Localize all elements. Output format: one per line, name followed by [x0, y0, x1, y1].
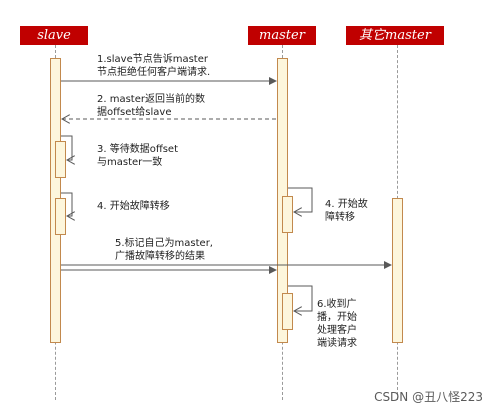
note-message-4-slave-line: 4. 开始故障转移 — [97, 201, 170, 212]
note-message-6-line1: 6.收到广 — [317, 299, 357, 310]
actor-master: master — [248, 26, 316, 45]
note-message-2-line2: 据offset给slave — [97, 107, 172, 118]
activation-other-master — [392, 198, 403, 343]
note-message-4-slave: 4. 开始故障转移 — [97, 200, 170, 213]
note-message-4-master: 4. 开始故 障转移 — [325, 198, 368, 224]
activation-slave-failover — [55, 198, 66, 235]
note-message-4-master-line2: 障转移 — [325, 212, 355, 223]
note-message-5-line1: 5.标记自己为master, — [115, 238, 213, 249]
activation-master-failover — [282, 196, 293, 233]
note-message-6-line2: 播，开始 — [317, 312, 357, 323]
actor-other-master: 其它master — [346, 26, 444, 45]
note-message-5-line2: 广播故障转移的结果 — [115, 251, 205, 262]
watermark: CSDN @丑八怪223 — [374, 390, 483, 404]
arrow-3-slave-self — [61, 135, 72, 160]
actor-slave: slave — [20, 26, 88, 45]
arrow-4-master-self — [288, 187, 313, 212]
note-message-2-line1: 2. master返回当前的数 — [97, 94, 205, 105]
activation-master-receive — [282, 293, 293, 330]
note-message-1-line2: 节点拒绝任何客户端请求. — [97, 67, 211, 78]
note-message-5: 5.标记自己为master, 广播故障转移的结果 — [115, 237, 213, 263]
activation-slave-wait — [55, 141, 66, 178]
arrow-4-slave-self — [61, 192, 72, 216]
note-message-6: 6.收到广 播，开始 处理客户 端读请求 — [317, 298, 357, 350]
note-message-3-line1: 3. 等待数据offset — [97, 144, 179, 155]
arrow-6-master-self — [288, 285, 313, 311]
note-message-2: 2. master返回当前的数 据offset给slave — [97, 93, 205, 119]
note-message-1-line1: 1.slave节点告诉master — [97, 54, 208, 65]
note-message-4-master-line1: 4. 开始故 — [325, 199, 368, 210]
note-message-3-line2: 与master一致 — [97, 157, 163, 168]
note-message-6-line3: 处理客户 — [317, 325, 357, 336]
note-message-3: 3. 等待数据offset 与master一致 — [97, 143, 178, 169]
note-message-6-line4: 端读请求 — [317, 338, 357, 349]
note-message-1: 1.slave节点告诉master 节点拒绝任何客户端请求. — [97, 53, 210, 79]
